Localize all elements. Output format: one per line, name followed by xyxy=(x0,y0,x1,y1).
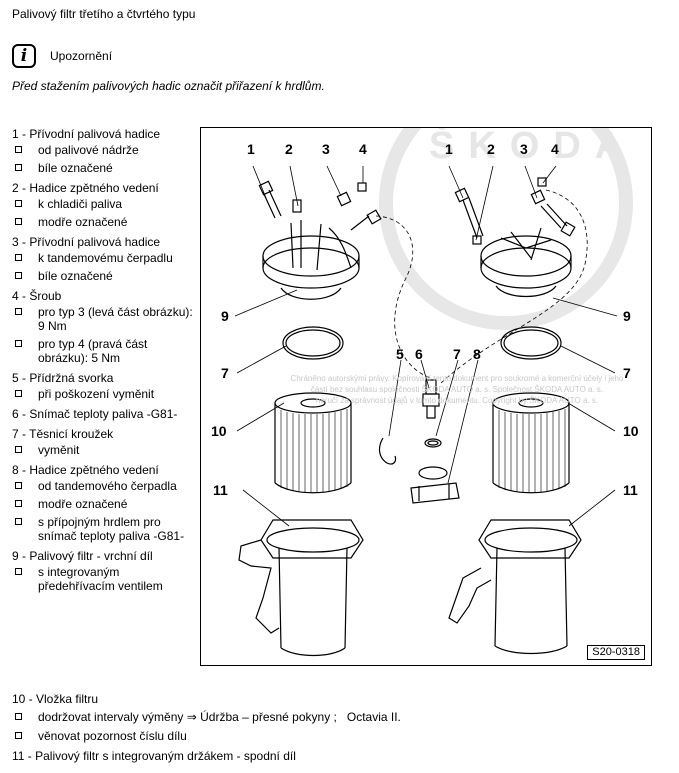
legend-item-2: 2 - Hadice zpětného vedení k chladiči pa… xyxy=(12,181,198,229)
legend-item-label: 8 - Hadice zpětného vedení xyxy=(12,463,159,477)
callout-11-left: 11 xyxy=(213,482,228,498)
legend-item-6: 6 - Snímač teploty paliva -G81- xyxy=(12,407,198,421)
callout-2-left: 2 xyxy=(285,141,293,157)
model-reference: Octavia II. xyxy=(346,710,401,724)
legend-item-label: 6 - Snímač teploty paliva -G81- xyxy=(12,407,178,421)
right-filter-insert xyxy=(492,392,570,494)
callout-2-right: 2 xyxy=(487,141,495,157)
legend-subitem: k tandemovému čerpadlu xyxy=(12,251,198,265)
legend-item-1: 1 - Přívodní palivová hadice od palivové… xyxy=(12,127,198,175)
callout-3-right: 3 xyxy=(520,141,528,157)
legend-subitem: vyměnit xyxy=(12,443,198,457)
checkbox-bullet-icon xyxy=(15,390,22,397)
checkbox-bullet-icon xyxy=(15,568,22,575)
legend-subitem: od palivové nádrže xyxy=(12,143,198,157)
legend-item-10: 10 - Vložka filtru xyxy=(12,692,99,706)
legend-item-5: 5 - Přídržná svorka při poškození vyměni… xyxy=(12,371,198,401)
legend-item-11: 11 - Palivový filtr s integrovaným držák… xyxy=(12,749,296,763)
exploded-view-figure: ŠKODA AUTO xyxy=(200,127,652,666)
callout-1-right: 1 xyxy=(445,141,453,157)
temperature-sensor-group xyxy=(378,379,460,504)
checkbox-bullet-icon xyxy=(15,272,22,279)
checkbox-bullet-icon xyxy=(15,254,22,261)
callout-4-left: 4 xyxy=(359,141,367,157)
left-filter-insert xyxy=(274,392,352,494)
legend-subitem: s integrovaným předehřívacím ventilem xyxy=(12,565,198,593)
checkbox-bullet-icon xyxy=(15,200,22,207)
checkbox-bullet-icon xyxy=(15,713,22,720)
checkbox-bullet-icon xyxy=(15,732,22,739)
legend-subitem: s přípojným hrdlem pro snímač teploty pa… xyxy=(12,515,198,543)
checkbox-bullet-icon xyxy=(15,164,22,171)
callout-6: 6 xyxy=(415,346,423,362)
legend-item-label: 7 - Těsnicí kroužek xyxy=(12,427,114,441)
legend-item-label: 5 - Přídržná svorka xyxy=(12,371,114,385)
parts-legend: 1 - Přívodní palivová hadice od palivové… xyxy=(12,127,198,593)
checkbox-bullet-icon xyxy=(15,308,22,315)
callout-10-left: 10 xyxy=(211,423,227,439)
right-filter-bottom xyxy=(448,519,582,655)
legend-subitem: k chladiči paliva xyxy=(12,197,198,211)
fuel-filter-drawing: ŠKODA AUTO xyxy=(234,128,651,657)
legend-item-label: 2 - Hadice zpětného vedení xyxy=(12,181,159,195)
legend-subitem: bíle označené xyxy=(12,161,198,175)
callout-10-right: 10 xyxy=(623,423,639,439)
figure-code: S20-0318 xyxy=(587,645,645,660)
callout-5: 5 xyxy=(396,346,404,362)
info-icon: i xyxy=(12,44,36,68)
legend-subitem: při poškození vyměnit xyxy=(12,387,198,401)
callout-4-right: 4 xyxy=(551,141,559,157)
right-seal-ring xyxy=(500,326,562,360)
checkbox-bullet-icon xyxy=(15,218,22,225)
callout-7-right: 7 xyxy=(623,365,631,381)
legend-subitem: bíle označené xyxy=(12,269,198,283)
callout-9-left: 9 xyxy=(221,308,229,324)
left-filter-bottom xyxy=(238,519,364,657)
legend-subitem: pro typ 3 (levá část obrázku): 9 Nm xyxy=(12,305,198,333)
legend-item-label: 3 - Přívodní palivová hadice xyxy=(12,235,161,249)
right-filter-top xyxy=(454,177,576,297)
notice-title: Upozornění xyxy=(50,49,113,63)
legend-subitem: pro typ 4 (pravá část obrázku): 5 Nm xyxy=(12,337,198,365)
legend-item-3: 3 - Přívodní palivová hadice k tandemové… xyxy=(12,235,198,283)
legend-subitem: modře označené xyxy=(12,497,198,511)
bottom-legend: 10 - Vložka filtru dodržovat intervaly v… xyxy=(12,686,662,763)
checkbox-bullet-icon xyxy=(15,482,22,489)
legend-item-label: 4 - Šroub xyxy=(12,289,62,303)
callout-7-left: 7 xyxy=(221,365,229,381)
legend-subitem: věnovat pozornost číslu dílu xyxy=(12,729,662,743)
legend-item-8: 8 - Hadice zpětného vedení od tandemovéh… xyxy=(12,463,198,543)
checkbox-bullet-icon xyxy=(15,340,22,347)
legend-subitem: dodržovat intervaly výměny ⇒ Údržba – př… xyxy=(12,710,662,724)
checkbox-bullet-icon xyxy=(15,146,22,153)
callout-7-center: 7 xyxy=(453,346,461,362)
callout-1-left: 1 xyxy=(247,141,255,157)
callout-9-right: 9 xyxy=(623,308,631,324)
checkbox-bullet-icon xyxy=(15,500,22,507)
left-seal-ring xyxy=(282,326,344,360)
callout-11-right: 11 xyxy=(623,482,638,498)
callout-8: 8 xyxy=(473,346,481,362)
checkbox-bullet-icon xyxy=(15,518,22,525)
skoda-logo-watermark xyxy=(379,128,633,330)
checkbox-bullet-icon xyxy=(15,446,22,453)
notice-text: Před stažením palivových hadic označit p… xyxy=(12,79,325,93)
legend-subitem: od tandemového čerpadla xyxy=(12,479,198,493)
callout-3-left: 3 xyxy=(322,141,330,157)
legend-subitem: modře označené xyxy=(12,215,198,229)
legend-item-9: 9 - Palivový filtr - vrchní díl s integr… xyxy=(12,549,198,593)
legend-item-4: 4 - Šroub pro typ 3 (levá část obrázku):… xyxy=(12,289,198,365)
left-filter-top xyxy=(258,180,382,300)
logo-text: ŠKODA AUTO xyxy=(429,128,651,167)
legend-item-label: 9 - Palivový filtr - vrchní díl xyxy=(12,549,153,563)
copyright-watermark: Chráněno autorskými právy. Kopírování te… xyxy=(290,374,624,405)
legend-item-label: 1 - Přívodní palivová hadice xyxy=(12,127,161,141)
page-title: Palivový filtr třetího a čtvrtého typu xyxy=(12,7,196,21)
legend-item-7: 7 - Těsnicí kroužek vyměnit xyxy=(12,427,198,457)
